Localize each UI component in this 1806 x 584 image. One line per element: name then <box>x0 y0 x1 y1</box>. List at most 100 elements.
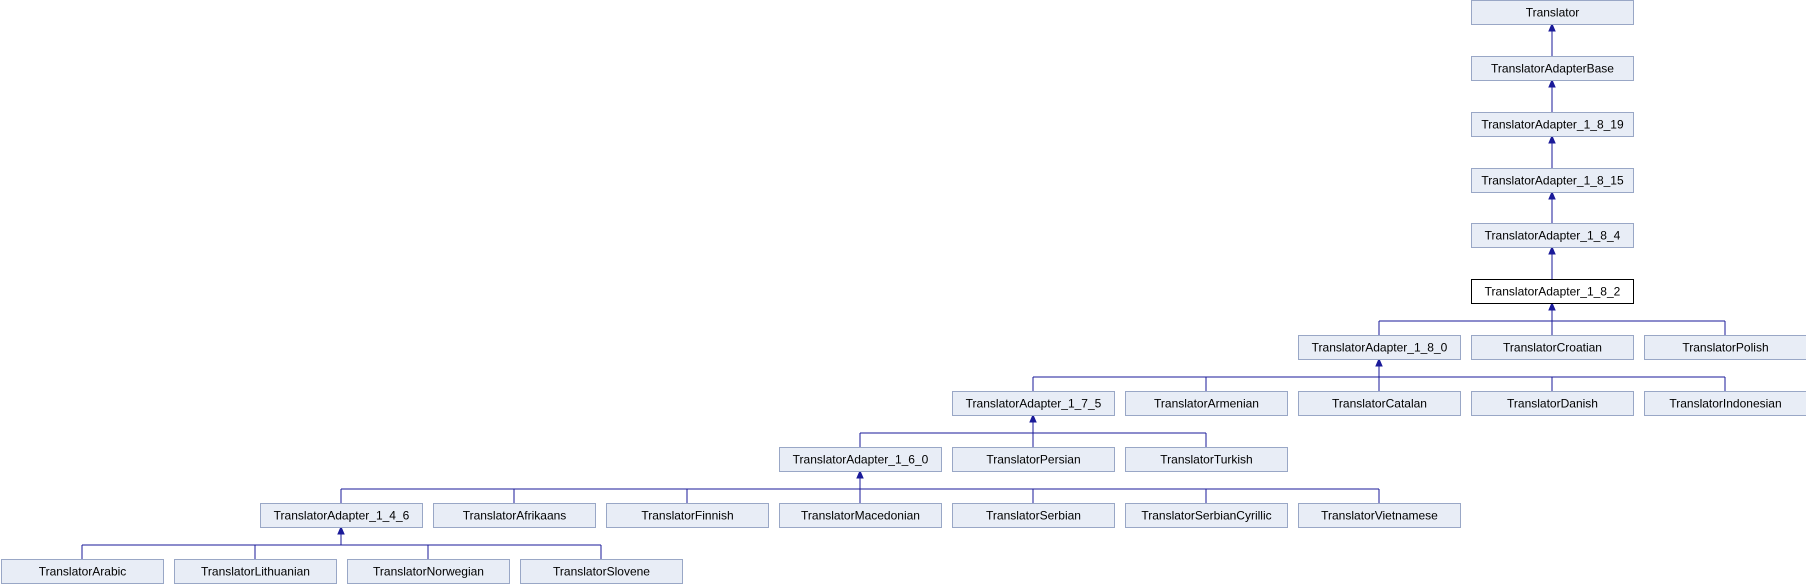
class-node-label: TranslatorArabic <box>39 565 127 579</box>
class-node-croatian[interactable]: TranslatorCroatian <box>1471 335 1634 360</box>
class-node-label: TranslatorNorwegian <box>373 565 484 579</box>
class-node-box <box>952 447 1115 472</box>
edge-group-adapter-1-8-19 <box>1548 134 1556 168</box>
class-node-box <box>779 447 942 472</box>
class-node-box <box>1644 391 1806 416</box>
class-node-label: TranslatorAdapter_1_8_15 <box>1481 174 1624 188</box>
class-node-arabic[interactable]: TranslatorArabic <box>1 559 164 584</box>
class-node-persian[interactable]: TranslatorPersian <box>952 447 1115 472</box>
class-node-adapter-1-8-4[interactable]: TranslatorAdapter_1_8_4 <box>1471 223 1634 248</box>
class-node-box <box>520 559 683 584</box>
class-node-serbian-cyrillic[interactable]: TranslatorSerbianCyrillic <box>1125 503 1288 528</box>
class-node-label: TranslatorVietnamese <box>1321 509 1438 523</box>
edge-arrowhead-adapter-1-8-2 <box>1548 301 1556 311</box>
class-node-label: TranslatorAdapter_1_8_19 <box>1481 118 1624 132</box>
class-node-label: TranslatorAdapterBase <box>1491 62 1614 76</box>
class-node-box <box>1471 168 1634 193</box>
class-node-adapter-1-8-19[interactable]: TranslatorAdapter_1_8_19 <box>1471 112 1634 137</box>
class-node-box <box>1298 391 1461 416</box>
edge-group-adapter-1-7-5 <box>859 413 1207 447</box>
class-node-label: Translator <box>1526 6 1580 20</box>
class-node-label: TranslatorAfrikaans <box>463 509 567 523</box>
edge-arrowhead-adapter-1-7-5 <box>1029 413 1037 423</box>
class-node-box <box>606 503 769 528</box>
class-node-serbian[interactable]: TranslatorSerbian <box>952 503 1115 528</box>
class-node-box <box>1298 335 1461 360</box>
edge-arrowhead-adapter-1-8-15 <box>1548 190 1556 200</box>
class-node-box <box>952 391 1115 416</box>
edge-arrowhead-adapter-1-4-6 <box>337 525 345 535</box>
edge-group-adapter-1-8-2 <box>1378 301 1726 335</box>
edge-group-adapter-1-8-4 <box>1548 245 1556 279</box>
class-node-adapter-1-8-2: TranslatorAdapter_1_8_2 <box>1471 279 1634 304</box>
class-node-vietnamese[interactable]: TranslatorVietnamese <box>1298 503 1461 528</box>
class-node-turkish[interactable]: TranslatorTurkish <box>1125 447 1288 472</box>
class-node-label: TranslatorSlovene <box>553 565 650 579</box>
class-node-adapter-1-7-5[interactable]: TranslatorAdapter_1_7_5 <box>952 391 1115 416</box>
edge-arrowhead-adapter-1-8-19 <box>1548 134 1556 144</box>
class-node-label: TranslatorCatalan <box>1332 397 1427 411</box>
class-node-box <box>1471 223 1634 248</box>
class-node-afrikaans[interactable]: TranslatorAfrikaans <box>433 503 596 528</box>
class-node-adapter-1-8-0[interactable]: TranslatorAdapter_1_8_0 <box>1298 335 1461 360</box>
edge-arrowhead-translator <box>1548 22 1556 32</box>
edge-arrowhead-adapter-base <box>1548 78 1556 88</box>
class-node-adapter-1-8-15[interactable]: TranslatorAdapter_1_8_15 <box>1471 168 1634 193</box>
edge-group-adapter-1-8-0 <box>1032 357 1726 391</box>
class-node-box <box>779 503 942 528</box>
class-node-translator[interactable]: Translator <box>1471 0 1634 25</box>
class-node-armenian[interactable]: TranslatorArmenian <box>1125 391 1288 416</box>
class-node-box <box>1644 335 1806 360</box>
class-node-box <box>174 559 337 584</box>
class-node-box <box>1125 447 1288 472</box>
class-node-label: TranslatorAdapter_1_8_2 <box>1485 285 1621 299</box>
class-node-adapter-base[interactable]: TranslatorAdapterBase <box>1471 56 1634 81</box>
class-node-label: TranslatorSerbianCyrillic <box>1141 509 1271 523</box>
class-node-label: TranslatorPersian <box>986 453 1080 467</box>
class-node-adapter-1-4-6[interactable]: TranslatorAdapter_1_4_6 <box>260 503 423 528</box>
class-node-macedonian[interactable]: TranslatorMacedonian <box>779 503 942 528</box>
class-node-label: TranslatorFinnish <box>641 509 733 523</box>
edge-group-adapter-base <box>1548 78 1556 112</box>
class-node-label: TranslatorSerbian <box>986 509 1081 523</box>
class-node-label: TranslatorDanish <box>1507 397 1598 411</box>
class-node-label: TranslatorLithuanian <box>201 565 310 579</box>
edge-arrowhead-adapter-1-8-0 <box>1375 357 1383 367</box>
class-node-box <box>1471 335 1634 360</box>
class-node-norwegian[interactable]: TranslatorNorwegian <box>347 559 510 584</box>
class-node-box <box>952 503 1115 528</box>
class-node-box <box>1471 0 1634 25</box>
class-node-label: TranslatorTurkish <box>1160 453 1252 467</box>
class-node-box <box>347 559 510 584</box>
class-node-box <box>1471 391 1634 416</box>
class-node-indonesian[interactable]: TranslatorIndonesian <box>1644 391 1806 416</box>
class-node-box <box>1125 503 1288 528</box>
class-node-label: TranslatorPolish <box>1682 341 1768 355</box>
class-node-label: TranslatorAdapter_1_4_6 <box>274 509 410 523</box>
class-node-lithuanian[interactable]: TranslatorLithuanian <box>174 559 337 584</box>
edge-group-adapter-1-4-6 <box>81 525 602 559</box>
class-node-box <box>260 503 423 528</box>
class-node-label: TranslatorIndonesian <box>1669 397 1781 411</box>
class-node-polish[interactable]: TranslatorPolish <box>1644 335 1806 360</box>
edge-group-adapter-1-6-0 <box>340 469 1380 503</box>
class-node-box <box>1298 503 1461 528</box>
edge-group-translator <box>1548 22 1556 56</box>
class-node-adapter-1-6-0[interactable]: TranslatorAdapter_1_6_0 <box>779 447 942 472</box>
class-node-slovene[interactable]: TranslatorSlovene <box>520 559 683 584</box>
class-node-box <box>1471 279 1634 304</box>
class-node-label: TranslatorAdapter_1_8_0 <box>1312 341 1448 355</box>
class-node-box <box>1 559 164 584</box>
class-node-danish[interactable]: TranslatorDanish <box>1471 391 1634 416</box>
class-node-box <box>433 503 596 528</box>
class-node-catalan[interactable]: TranslatorCatalan <box>1298 391 1461 416</box>
class-node-box <box>1471 56 1634 81</box>
edge-group-adapter-1-8-15 <box>1548 190 1556 223</box>
class-node-box <box>1125 391 1288 416</box>
edge-arrowhead-adapter-1-8-4 <box>1548 245 1556 255</box>
edges-layer <box>81 22 1726 559</box>
class-node-label: TranslatorCroatian <box>1503 341 1602 355</box>
class-node-finnish[interactable]: TranslatorFinnish <box>606 503 769 528</box>
